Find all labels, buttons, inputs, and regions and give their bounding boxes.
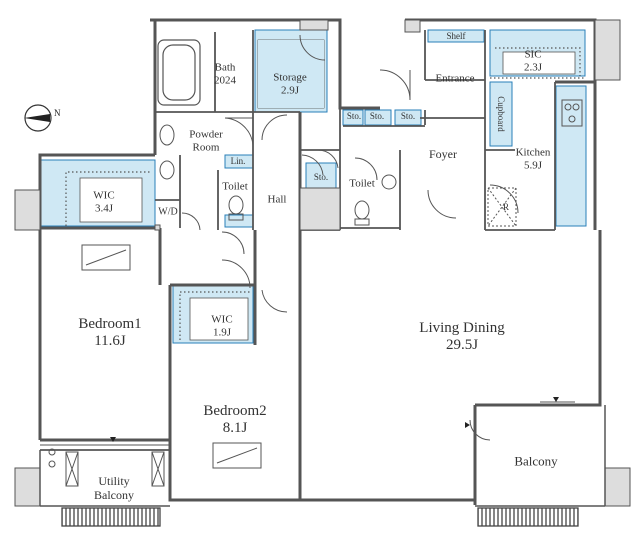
room-fridge: R (502, 201, 510, 212)
room-wic-1-size: 3.4J (94, 202, 114, 214)
room-wic-2-name: WIC (211, 313, 233, 326)
washer-icon (48, 448, 165, 487)
room-bedroom-2-size: 8.1J (222, 420, 248, 436)
bathtub-icon (157, 39, 201, 106)
room-wd: W/D (158, 206, 178, 218)
room-living-dining-size: 29.5J (445, 337, 479, 353)
room-wic-2: WIC 1.9J (211, 313, 232, 338)
room-sic-size: 2.3J (523, 61, 543, 73)
room-bedroom-1-name: Bedroom1 (78, 315, 142, 332)
cupboard-fill (489, 81, 513, 147)
room-storage-size: 2.9J (280, 84, 300, 96)
balcony-railings (39, 405, 606, 527)
room-bath-name: Bath (214, 61, 236, 74)
room-wic-2-size: 1.9J (212, 326, 232, 338)
room-balcony: Balcony (514, 453, 558, 469)
room-cupboard: Cupboard (496, 96, 507, 132)
columns (14, 19, 631, 507)
room-storage: Storage 2.9J (273, 71, 307, 96)
door-swing-icon[interactable] (181, 34, 519, 441)
room-toilet-2: Toilet (349, 177, 375, 190)
room-kitchen: Kitchen 5.9J (516, 146, 551, 171)
room-powder-room-line1: Powder (189, 128, 223, 141)
room-toilet-1: Toilet (222, 180, 248, 193)
room-bedroom-1: Bedroom1 11.6J (78, 316, 141, 351)
room-kitchen-size: 5.9J (523, 159, 543, 171)
room-powder-room-line2: Room (192, 141, 220, 153)
sto2-fill (364, 109, 392, 126)
room-powder-room: Powder Room (189, 128, 223, 153)
room-hall: Hall (267, 193, 287, 206)
north-arrow-icon: N (24, 104, 61, 132)
room-sto-3: Sto. (400, 110, 416, 121)
room-sto-2: Sto. (369, 110, 385, 121)
room-bath: Bath 2024 (214, 61, 236, 86)
svg-text:N: N (54, 108, 61, 118)
room-sto-4: Sto. (313, 171, 329, 182)
ac-unit-icon (81, 244, 262, 469)
room-bedroom-1-size: 11.6J (94, 333, 126, 349)
shelf-fill (427, 29, 485, 43)
room-foyer: Foyer (429, 147, 457, 162)
room-entrance: Entrance (435, 72, 475, 85)
marker-icon (110, 397, 559, 442)
room-utility-balcony-line1: Utility (98, 474, 130, 489)
room-wic-1: WIC 3.4J (93, 189, 114, 214)
room-bedroom-2: Bedroom2 8.1J (203, 403, 266, 438)
room-living-dining-name: Living Dining (419, 319, 505, 336)
window-icon (40, 401, 575, 446)
room-utility-balcony: Utility Balcony (94, 474, 134, 503)
room-bath-size: 2024 (214, 74, 236, 86)
room-shelf: Shelf (446, 30, 466, 41)
room-bedroom-2-name: Bedroom2 (203, 402, 267, 419)
room-sic: SIC 2.3J (524, 48, 542, 73)
fridge-icon (487, 187, 517, 227)
sto1-fill (342, 109, 364, 126)
sink-icon (159, 124, 397, 190)
room-utility-balcony-line2: Balcony (94, 488, 134, 502)
room-sto-1: Sto. (346, 110, 362, 121)
room-living-dining: Living Dining 29.5J (419, 320, 504, 355)
interior-walls (40, 30, 556, 451)
room-lin: Lin. (230, 155, 246, 166)
room-kitchen-name: Kitchen (515, 146, 551, 159)
kitchen-counter-fill (555, 85, 587, 227)
stove-icon (561, 99, 583, 127)
room-storage-name: Storage (273, 71, 307, 84)
shelf-dots (65, 47, 585, 340)
toilet-icon (228, 195, 370, 226)
room-wic-1-name: WIC (93, 189, 115, 202)
room-sic-name: SIC (524, 48, 542, 61)
